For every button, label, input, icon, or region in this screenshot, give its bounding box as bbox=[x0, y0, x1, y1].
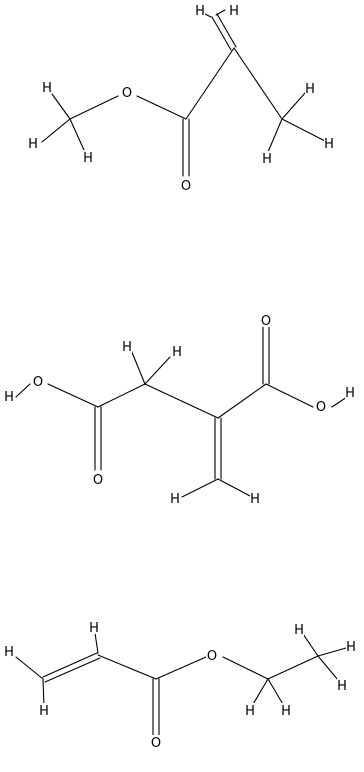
atom-o-carbonyl-left: O bbox=[92, 472, 104, 488]
svg-text:H: H bbox=[4, 645, 14, 660]
svg-text:H: H bbox=[346, 640, 356, 655]
svg-text:H: H bbox=[337, 679, 347, 694]
svg-text:O: O bbox=[122, 86, 132, 101]
svg-text:H: H bbox=[305, 82, 315, 97]
svg-text:H: H bbox=[245, 704, 255, 719]
atom-h-methylene-2: H bbox=[172, 344, 182, 360]
atom-h-methoxy-1: H bbox=[42, 80, 52, 96]
svg-text:H: H bbox=[122, 340, 132, 355]
atom-o-carbonyl: O bbox=[150, 735, 162, 751]
bond-group bbox=[15, 632, 347, 736]
svg-text:H: H bbox=[170, 492, 180, 507]
atom-h-hydroxyl-right: H bbox=[345, 385, 355, 401]
svg-text:H: H bbox=[172, 345, 182, 360]
svg-text:H: H bbox=[250, 492, 260, 507]
atom-o-ester: O bbox=[206, 648, 218, 664]
atom-h-terminal-1: H bbox=[4, 644, 14, 660]
svg-text:O: O bbox=[207, 649, 217, 664]
atom-o-carbonyl-right: O bbox=[260, 313, 272, 329]
svg-text:H: H bbox=[345, 386, 355, 401]
svg-text:O: O bbox=[261, 314, 271, 329]
atom-h-ethyl-ch3-3: H bbox=[337, 678, 347, 694]
atom-o-carbonyl: O bbox=[180, 178, 192, 194]
svg-text:O: O bbox=[316, 400, 326, 415]
atom-h-methoxy-2: H bbox=[28, 136, 38, 152]
svg-text:H: H bbox=[39, 704, 49, 719]
atom-h-methyl-2: H bbox=[324, 136, 334, 152]
atom-h-ethyl-ch2-2: H bbox=[281, 703, 291, 719]
atom-h-vinylidene-2: H bbox=[250, 491, 260, 507]
molecule-methyl-methacrylate: H H H H H O O H bbox=[28, 3, 334, 194]
atom-h-ethyl-ch3-2: H bbox=[346, 639, 356, 655]
svg-text:H: H bbox=[281, 704, 291, 719]
svg-text:H: H bbox=[262, 152, 272, 167]
svg-text:H: H bbox=[324, 137, 334, 152]
svg-text:H: H bbox=[195, 4, 205, 19]
atom-h-alpha: H bbox=[89, 620, 99, 636]
svg-text:O: O bbox=[33, 375, 43, 390]
svg-text:H: H bbox=[229, 4, 239, 19]
molecule-ethyl-acrylate: H H H O O H H H bbox=[4, 620, 356, 751]
atom-h-terminal-2: H bbox=[39, 703, 49, 719]
atom-h-methylene-1: H bbox=[122, 339, 132, 355]
atom-h-top-right: H bbox=[229, 3, 239, 19]
atom-o-hydroxyl-left: O bbox=[32, 374, 44, 390]
atom-h-top-left: H bbox=[195, 3, 205, 19]
svg-text:H: H bbox=[83, 151, 93, 166]
svg-text:H: H bbox=[42, 81, 52, 96]
atom-h-hydroxyl-left: H bbox=[4, 389, 14, 405]
atom-h-methoxy-3: H bbox=[83, 150, 93, 166]
svg-text:H: H bbox=[4, 390, 14, 405]
atom-h-methyl-3: H bbox=[262, 151, 272, 167]
svg-text:O: O bbox=[151, 736, 161, 751]
bond-group bbox=[41, 9, 328, 177]
svg-text:H: H bbox=[294, 623, 304, 638]
svg-text:H: H bbox=[28, 137, 38, 152]
svg-text:H: H bbox=[89, 621, 99, 636]
atom-h-ethyl-ch3-1: H bbox=[294, 622, 304, 638]
atom-o-hydroxyl-right: O bbox=[315, 399, 327, 415]
atom-o-ester: O bbox=[121, 85, 133, 101]
bond-group bbox=[15, 326, 348, 498]
atom-h-ethyl-ch2-1: H bbox=[245, 703, 255, 719]
atom-h-methyl-1: H bbox=[305, 81, 315, 97]
molecule-itaconic-acid: O H H H O O O H bbox=[4, 313, 355, 507]
atom-h-vinylidene-1: H bbox=[170, 491, 180, 507]
svg-text:O: O bbox=[181, 179, 191, 194]
svg-text:O: O bbox=[93, 473, 103, 488]
